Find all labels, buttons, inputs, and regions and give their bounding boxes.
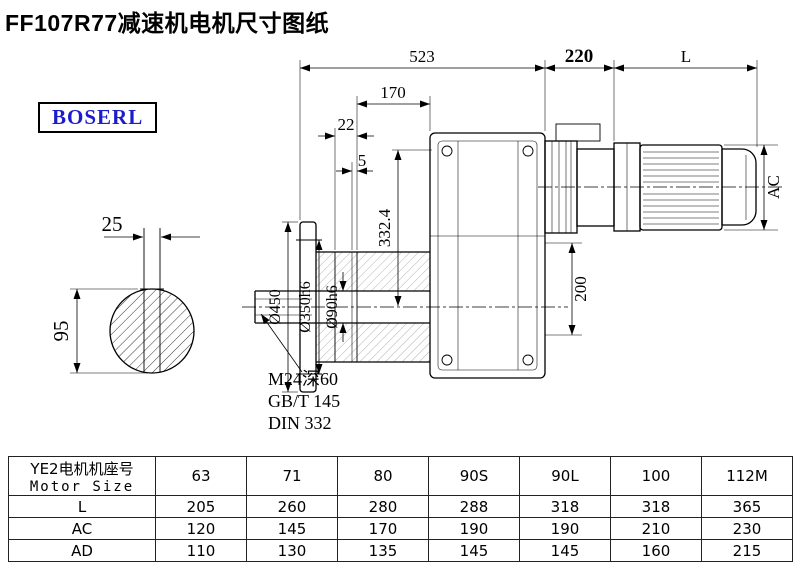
dim-170-label: 170 bbox=[380, 83, 406, 102]
table-cell: 170 bbox=[337, 517, 429, 540]
table-cell: 145 bbox=[428, 539, 520, 562]
dim-170: 170 bbox=[356, 83, 431, 250]
table-row-AC: AC 120 145 170 190 190 210 230 bbox=[8, 517, 793, 540]
dim-220-label: 220 bbox=[565, 46, 594, 67]
technical-drawing: 25 95 bbox=[49, 46, 784, 433]
dim-key-width: 25 bbox=[102, 212, 200, 241]
bolt-hole bbox=[522, 145, 534, 157]
gear-housing bbox=[429, 132, 546, 379]
table-cell: 215 bbox=[701, 539, 793, 562]
table-cell: 71 bbox=[246, 456, 338, 496]
dim-5-label: 5 bbox=[358, 151, 367, 170]
dim-flange-od: Ø450 bbox=[267, 221, 298, 393]
centerlines bbox=[242, 186, 784, 308]
table-cell: 145 bbox=[519, 539, 611, 562]
dim-523-label: 523 bbox=[409, 47, 435, 66]
bolt-hole bbox=[441, 145, 453, 157]
bolt-hole bbox=[522, 354, 534, 366]
dim-motor-length: L bbox=[614, 47, 758, 147]
table-cell: 110 bbox=[155, 539, 247, 562]
dim-25-label: 25 bbox=[102, 212, 123, 236]
dim-key-height: 95 bbox=[49, 288, 148, 374]
row-label: L bbox=[8, 495, 156, 518]
table-cell: 63 bbox=[155, 456, 247, 496]
row-label: AD bbox=[8, 539, 156, 562]
table-cell: 100 bbox=[610, 456, 702, 496]
table-cell: 205 bbox=[155, 495, 247, 518]
dim-22: 22 bbox=[318, 115, 374, 250]
boserl-logo: BOSERL bbox=[38, 102, 158, 133]
dim-332-label: 332.4 bbox=[375, 208, 394, 247]
table-cell: 135 bbox=[337, 539, 429, 562]
table-cell: 90S bbox=[428, 456, 520, 496]
dim-bore-diameter: Ø90h6 bbox=[324, 272, 347, 342]
dim-95-label: 95 bbox=[49, 321, 73, 342]
table-cell: 288 bbox=[428, 495, 520, 518]
dim-200: 200 bbox=[545, 242, 590, 336]
motor-adapter bbox=[544, 123, 641, 234]
header-label-en: Motor Size bbox=[29, 478, 135, 495]
terminal-box bbox=[555, 123, 601, 142]
bolt-hole bbox=[441, 354, 453, 366]
table-cell: 130 bbox=[246, 539, 338, 562]
table-header-row: YE2电机机座号 Motor Size 63 71 80 90S 90L 100… bbox=[8, 456, 793, 496]
spigot-diameter-label: Ø350h6 bbox=[297, 281, 314, 333]
dim-ac-label: AC bbox=[764, 175, 783, 199]
table-cell: 318 bbox=[519, 495, 611, 518]
header-motor-size: YE2电机机座号 Motor Size bbox=[8, 456, 156, 496]
shaft-section-circle bbox=[109, 288, 195, 374]
dim-22-label: 22 bbox=[338, 115, 355, 134]
table-cell: 145 bbox=[246, 517, 338, 540]
thread-note-line1: M24深60 bbox=[268, 369, 338, 389]
table-cell: 230 bbox=[701, 517, 793, 540]
header-label-cn: YE2电机机座号 bbox=[30, 459, 134, 478]
fan-cover bbox=[721, 148, 757, 226]
bore-diameter-label: Ø90h6 bbox=[324, 285, 341, 329]
table-cell: 210 bbox=[610, 517, 702, 540]
dim-spigot-diameter: Ø350h6 bbox=[297, 240, 323, 374]
table-row-AD: AD 110 130 135 145 145 160 215 bbox=[8, 539, 793, 562]
flange-od-label: Ø450 bbox=[267, 289, 284, 325]
table-cell: 280 bbox=[337, 495, 429, 518]
table-cell: 365 bbox=[701, 495, 793, 518]
table-cell: 190 bbox=[428, 517, 520, 540]
motor bbox=[639, 144, 757, 231]
bearing-spigot bbox=[316, 251, 430, 363]
dim-L-label: L bbox=[681, 47, 691, 66]
dim-332: 332.4 bbox=[375, 149, 432, 306]
dim-200-label: 200 bbox=[571, 276, 590, 302]
shaft-end-view: 25 95 bbox=[49, 212, 200, 374]
thread-note: M24深60 GB/T 145 DIN 332 bbox=[260, 313, 340, 433]
table-cell: 318 bbox=[610, 495, 702, 518]
thread-note-line2: GB/T 145 bbox=[268, 391, 340, 411]
table-row-L: L 205 260 280 288 318 318 365 bbox=[8, 495, 793, 518]
table-cell: 190 bbox=[519, 517, 611, 540]
dim-adapter-length: 220 bbox=[545, 46, 615, 141]
dim-overall-length: 523 bbox=[299, 47, 546, 220]
table-cell: 90L bbox=[519, 456, 611, 496]
dim-ac: AC bbox=[724, 144, 783, 231]
motor-size-table: YE2电机机座号 Motor Size 63 71 80 90S 90L 100… bbox=[8, 456, 793, 562]
motor-fins bbox=[643, 151, 719, 225]
table-cell: 260 bbox=[246, 495, 338, 518]
page-title: FF107R77减速机电机尺寸图纸 bbox=[5, 10, 330, 36]
dim-5: 5 bbox=[336, 151, 373, 250]
table-cell: 120 bbox=[155, 517, 247, 540]
thread-note-line3: DIN 332 bbox=[268, 413, 332, 433]
row-label: AC bbox=[8, 517, 156, 540]
table-cell: 160 bbox=[610, 539, 702, 562]
table-cell: 80 bbox=[337, 456, 429, 496]
table-cell: 112M bbox=[701, 456, 793, 496]
